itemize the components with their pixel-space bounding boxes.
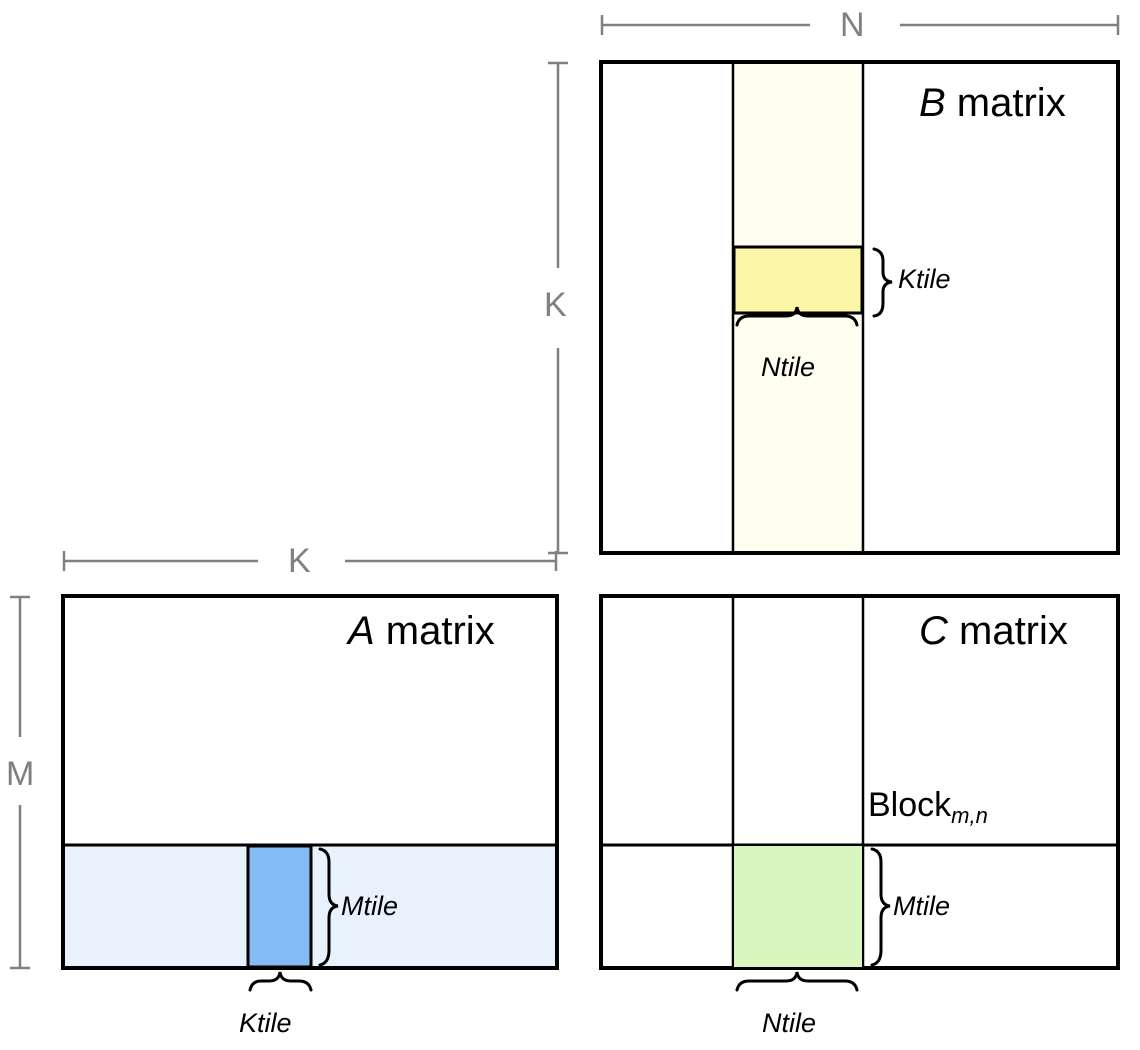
c-matrix-border [599, 594, 1120, 970]
c-matrix-title-symbol: C [919, 609, 948, 653]
dimension-line-m [10, 595, 30, 970]
dimension-label-k-horizontal: K [288, 542, 311, 580]
b-matrix-title-text: matrix [945, 81, 1066, 125]
a-matrix-ktile-brace [248, 971, 313, 992]
c-matrix-tile [734, 846, 862, 967]
b-matrix-ntile-brace [735, 306, 859, 327]
c-matrix-title: C matrix [919, 611, 1068, 651]
c-matrix-ntile-brace [735, 971, 859, 992]
c-matrix-title-text: matrix [947, 609, 1068, 653]
c-matrix-mtile-brace [870, 847, 891, 967]
c-matrix-block-label: Blockm,n [868, 786, 988, 827]
b-matrix-tile [732, 245, 864, 315]
a-matrix-mtile-brace [318, 847, 339, 967]
a-matrix-title-symbol: A [348, 609, 375, 653]
b-matrix-border [599, 60, 1120, 555]
a-matrix-mtile-label: Mtile [341, 891, 399, 921]
dimension-label-m: M [6, 755, 35, 793]
c-matrix-mtile-label: Mtile [893, 891, 951, 921]
b-matrix-ntile-label: Ntile [761, 352, 816, 382]
b-matrix-title: B matrix [919, 83, 1066, 123]
dimension-line-k-horizontal [62, 551, 558, 571]
a-matrix-tile [246, 844, 313, 969]
dimension-line-n [600, 15, 1120, 35]
b-matrix-ktile-brace [872, 247, 893, 318]
c-matrix-ntile-label: Ntile [762, 1008, 817, 1038]
c-matrix-block-subscript: m,n [951, 803, 988, 828]
c-matrix-block-label-text: Block [868, 786, 952, 824]
matrix-a [61, 594, 559, 992]
b-matrix-ktile-label: Ktile [898, 264, 951, 294]
a-matrix-ktile-label: Ktile [239, 1008, 292, 1038]
dimension-label-n: N [840, 6, 865, 44]
matrix-c [599, 594, 1120, 992]
b-matrix-title-symbol: B [919, 81, 946, 125]
a-matrix-title-text: matrix [374, 609, 495, 653]
a-matrix-title: A matrix [348, 611, 495, 651]
matrix-b [599, 60, 1120, 555]
dimension-line-k-vertical [548, 61, 568, 555]
dimension-label-k-vertical: K [544, 286, 567, 324]
